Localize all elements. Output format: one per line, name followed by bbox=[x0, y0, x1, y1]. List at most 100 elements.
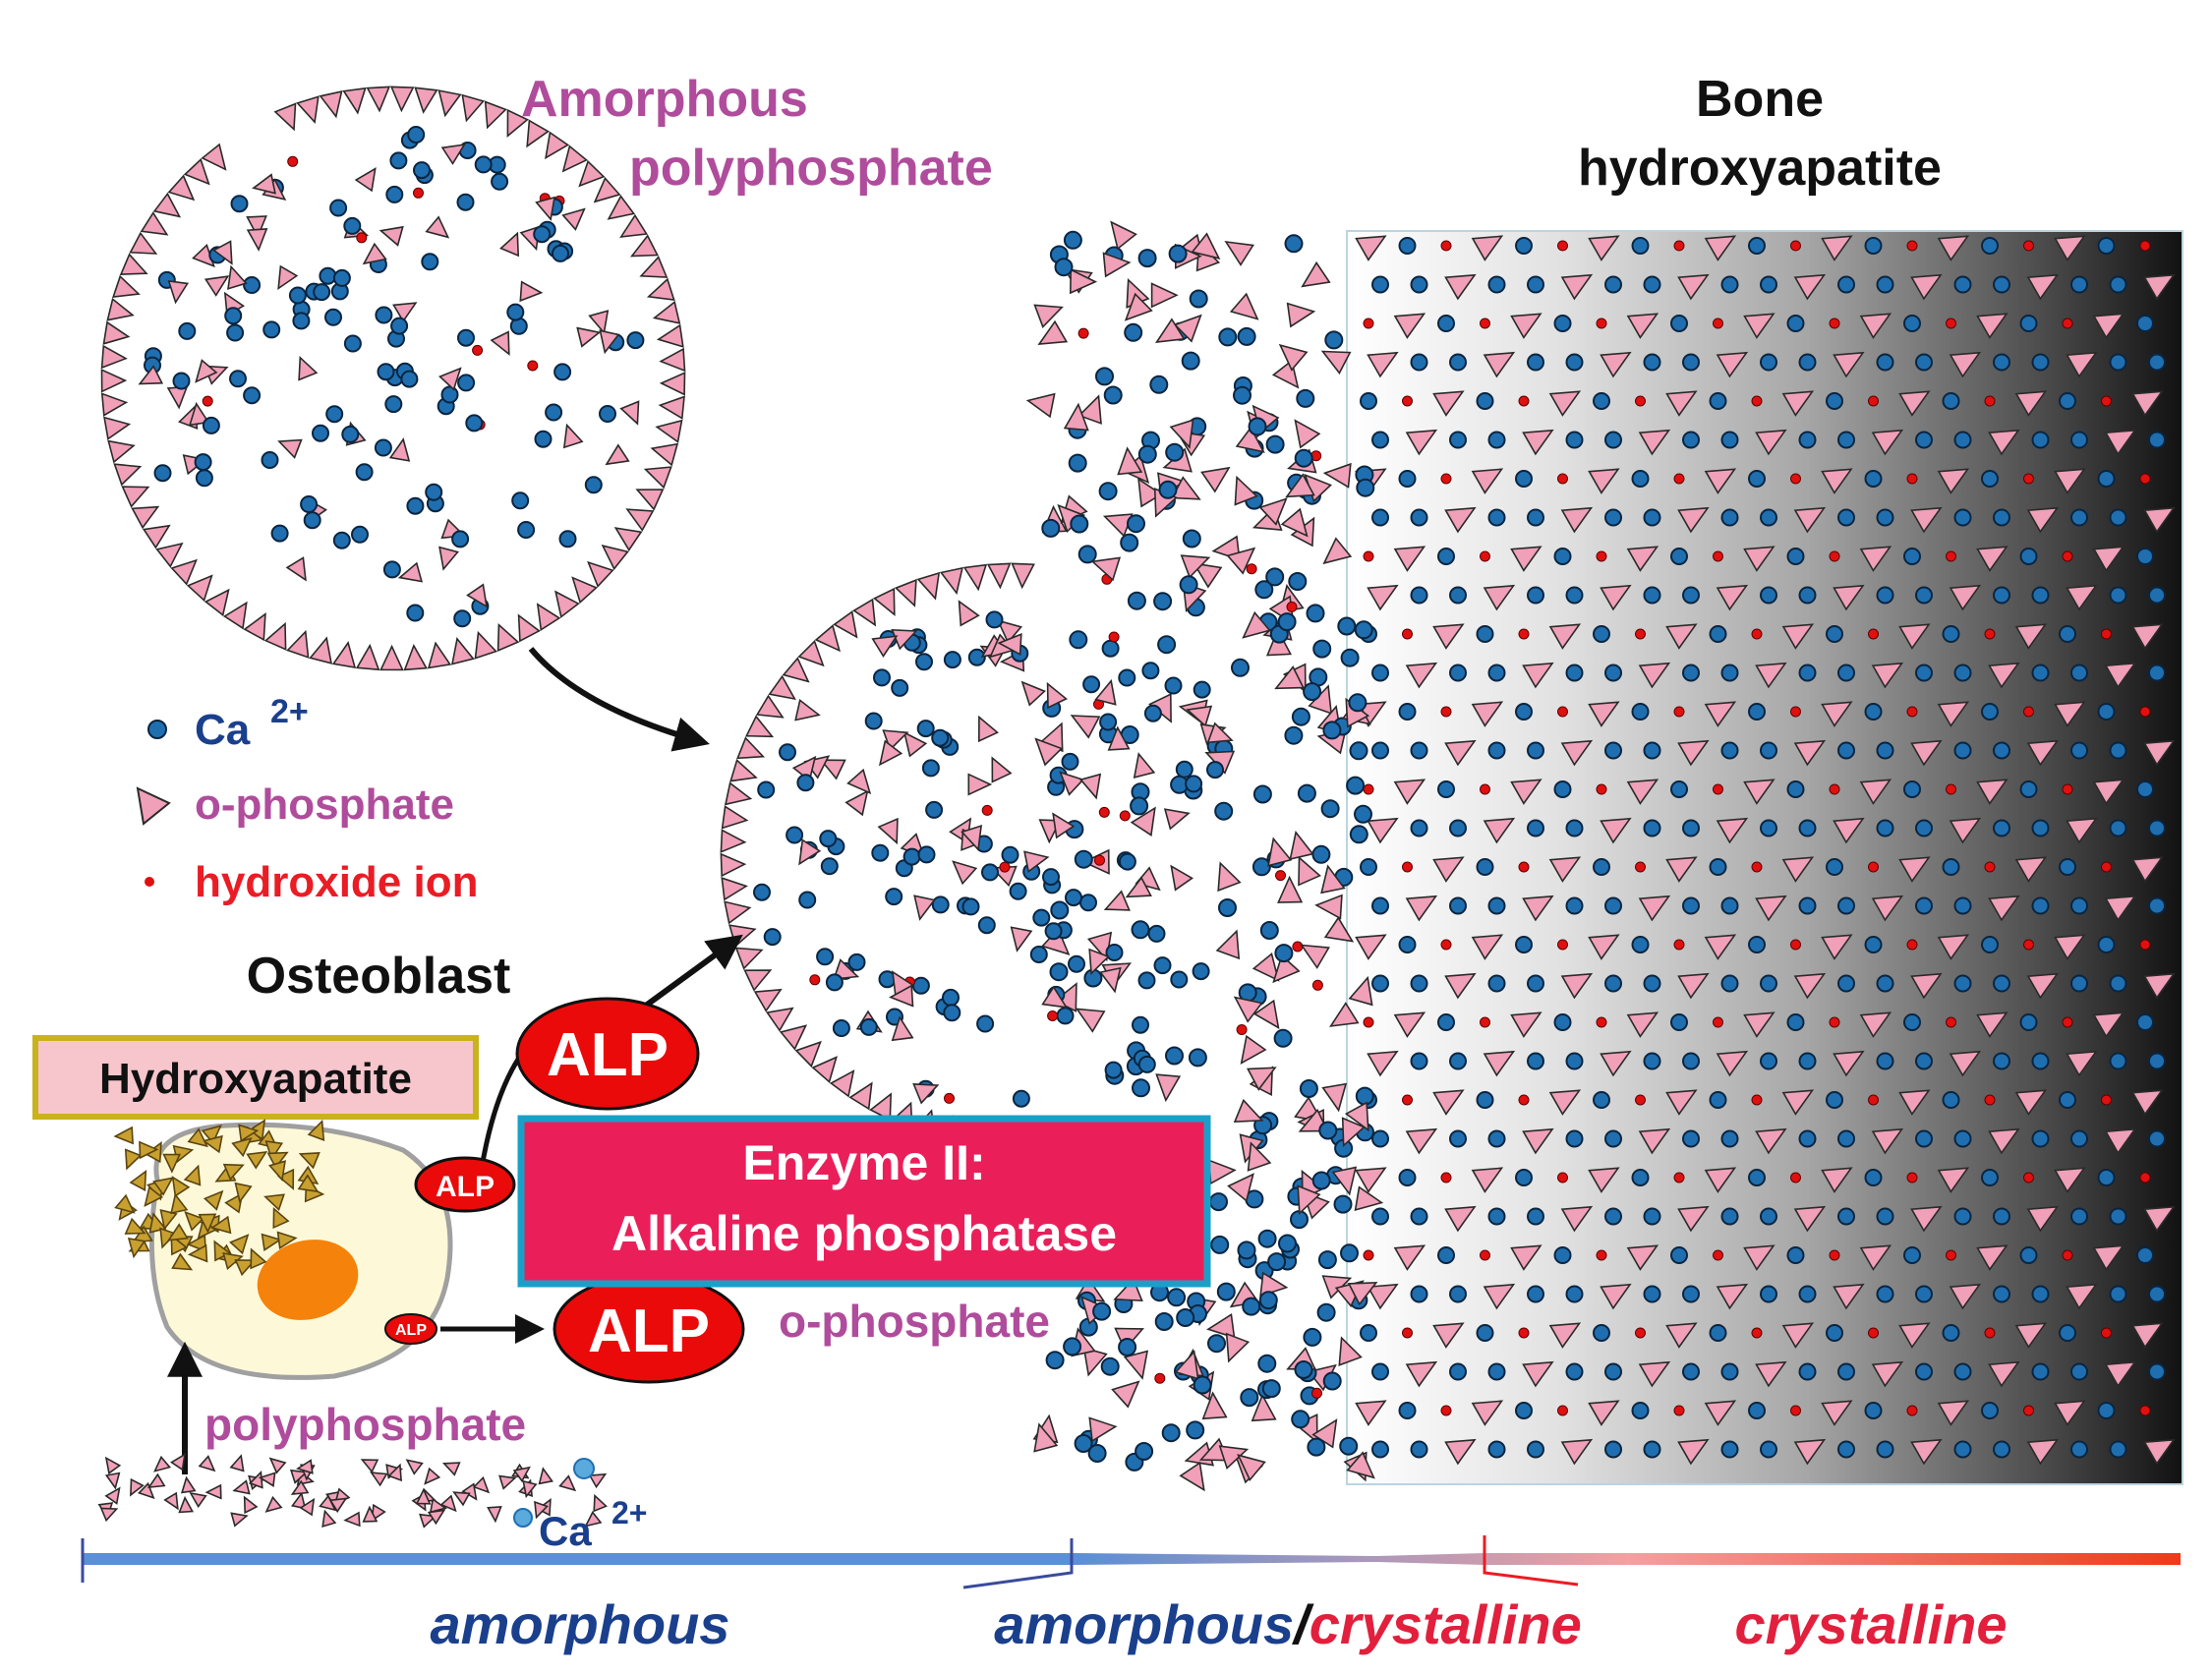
calcium-ion-marker bbox=[243, 276, 262, 294]
phosphate-marker bbox=[1781, 623, 1815, 650]
calcium-ion-marker bbox=[1837, 431, 1855, 449]
hydroxide-ion-marker bbox=[1984, 1327, 1996, 1339]
calcium-ion-marker bbox=[178, 321, 197, 340]
legend-phosphate-label: o-phosphate bbox=[195, 780, 454, 829]
calcium-ion-marker bbox=[385, 185, 404, 203]
phosphate-marker bbox=[1192, 562, 1223, 589]
calcium-ion-marker bbox=[1798, 586, 1817, 605]
phosphate-marker bbox=[1471, 701, 1504, 727]
calcium-ion-marker bbox=[1631, 703, 1650, 721]
phosphate-marker bbox=[1949, 584, 1982, 611]
phosphate-marker bbox=[1716, 1283, 1749, 1310]
calcium-ion-marker bbox=[1104, 1061, 1123, 1079]
calcium-ion-marker bbox=[1258, 1291, 1278, 1310]
legend-hydroxide-marker bbox=[145, 877, 154, 887]
calcium-ion-marker bbox=[1316, 1302, 1336, 1322]
calcium-ion-marker bbox=[1553, 548, 1572, 565]
calcium-ion-marker bbox=[1837, 974, 1855, 993]
calcium-ion-marker bbox=[1837, 1362, 1855, 1381]
hydroxide-ion-marker bbox=[1713, 317, 1723, 329]
calcium-ion-marker bbox=[2097, 936, 2116, 953]
hydroxide-ion-marker bbox=[1402, 1094, 1413, 1106]
phosphate-marker bbox=[587, 560, 614, 588]
phosphate-marker bbox=[170, 558, 198, 586]
hydroxide-ion-marker bbox=[1673, 1405, 1685, 1416]
hydroxide-ion-marker bbox=[2101, 1094, 2112, 1106]
hydroxide-ion-marker bbox=[1047, 1010, 1059, 1021]
calcium-ion-marker bbox=[1132, 1015, 1149, 1034]
calcium-ion-marker bbox=[1760, 508, 1777, 527]
phosphate-marker bbox=[1626, 1011, 1659, 1038]
hydroxide-ion-marker bbox=[1946, 550, 1956, 562]
calcium-ion-marker bbox=[406, 496, 425, 515]
calcium-ion-marker bbox=[2031, 1362, 2050, 1381]
calcium-ion-marker bbox=[902, 847, 921, 866]
calcium-ion-marker bbox=[1527, 353, 1544, 372]
calcium-ion-marker bbox=[1137, 444, 1157, 464]
polyphosphate-chain bbox=[97, 1453, 608, 1529]
phosphate-marker bbox=[844, 789, 869, 817]
phosphate-marker bbox=[1331, 1166, 1358, 1196]
legend-hydroxide-label: hydroxide ion bbox=[195, 858, 478, 906]
calcium-ion-marker bbox=[1760, 1052, 1777, 1070]
calcium-ion-marker bbox=[1682, 1052, 1700, 1070]
calcium-ion-marker bbox=[2109, 586, 2127, 605]
phosphate-marker bbox=[794, 698, 821, 722]
hydroxide-ion-marker bbox=[1363, 550, 1374, 562]
phosphate-marker bbox=[100, 344, 128, 370]
phosphate-marker bbox=[1638, 662, 1671, 689]
hydroxide-ion-marker bbox=[1440, 1405, 1452, 1416]
phosphate-marker bbox=[439, 1494, 457, 1513]
calcium-ion-marker bbox=[332, 531, 351, 549]
calcium-ion-marker bbox=[1168, 244, 1188, 263]
calcium-ion-marker bbox=[1257, 1229, 1277, 1248]
calcium-ion-marker bbox=[1118, 852, 1136, 871]
hydroxide-ion-marker bbox=[1673, 1172, 1685, 1183]
calcium-ion-marker bbox=[1837, 275, 1855, 294]
calcium-ion-marker bbox=[1786, 780, 1805, 798]
phosphate-marker bbox=[534, 1500, 549, 1520]
calcium-ion-marker bbox=[1137, 1055, 1156, 1073]
calcium-ion-marker bbox=[390, 317, 409, 335]
calcium-ion-marker bbox=[1206, 761, 1224, 779]
phosphate-marker bbox=[146, 1472, 166, 1488]
phosphate-marker bbox=[354, 167, 377, 193]
phosphate-marker bbox=[1206, 722, 1234, 744]
phosphate-marker bbox=[461, 1482, 478, 1501]
phosphate-marker bbox=[1069, 268, 1098, 295]
calcium-ion-marker bbox=[1120, 533, 1139, 552]
calcium-ion-marker bbox=[916, 720, 935, 738]
hydroxide-ion-marker bbox=[1790, 939, 1801, 951]
calcium-ion-marker bbox=[873, 668, 891, 687]
calcium-ion-marker bbox=[2070, 741, 2088, 760]
hydroxide-ion-marker bbox=[2023, 473, 2034, 485]
calcium-ion-marker bbox=[1515, 1402, 1533, 1419]
calcium-ion-marker bbox=[1748, 1402, 1766, 1419]
calcium-ion-marker bbox=[786, 826, 804, 844]
phosphate-marker bbox=[424, 1467, 441, 1485]
calcium-ion-marker bbox=[820, 857, 839, 876]
bone-title-line2: hydroxyapatite bbox=[1578, 140, 1942, 197]
hydroxyapatite-crystal-marker bbox=[222, 1163, 245, 1182]
calcium-ion-marker bbox=[1593, 1091, 1610, 1109]
hydroxide-ion-marker bbox=[1596, 317, 1607, 329]
calcium-ion-marker bbox=[1074, 849, 1093, 869]
phosphate-marker bbox=[833, 610, 858, 639]
hydroxyapatite-crystal-marker bbox=[246, 1150, 268, 1170]
calcium-ion-marker bbox=[1748, 703, 1766, 721]
hydroxyapatite-crystal-marker bbox=[187, 1243, 208, 1263]
calcium-ion-marker bbox=[1953, 741, 1972, 760]
phosphate-marker bbox=[852, 598, 877, 627]
phosphate-marker bbox=[452, 1491, 471, 1507]
phosphate-marker bbox=[183, 157, 210, 186]
calcium-ion-marker bbox=[2019, 1013, 2038, 1031]
hydroxide-ion-marker bbox=[1906, 473, 1918, 485]
calcium-ion-marker bbox=[1360, 1324, 1377, 1342]
phosphate-marker bbox=[2026, 972, 2060, 1000]
hydroxyapatite-crystal-marker bbox=[124, 1217, 146, 1235]
phosphate-marker bbox=[1821, 701, 1853, 727]
hydroxide-ion-marker bbox=[1829, 783, 1840, 795]
phosphate-marker bbox=[1010, 926, 1033, 952]
hydroxyapatite-crystal-marker bbox=[307, 1119, 325, 1141]
calcium-ion-marker bbox=[1237, 1241, 1256, 1260]
